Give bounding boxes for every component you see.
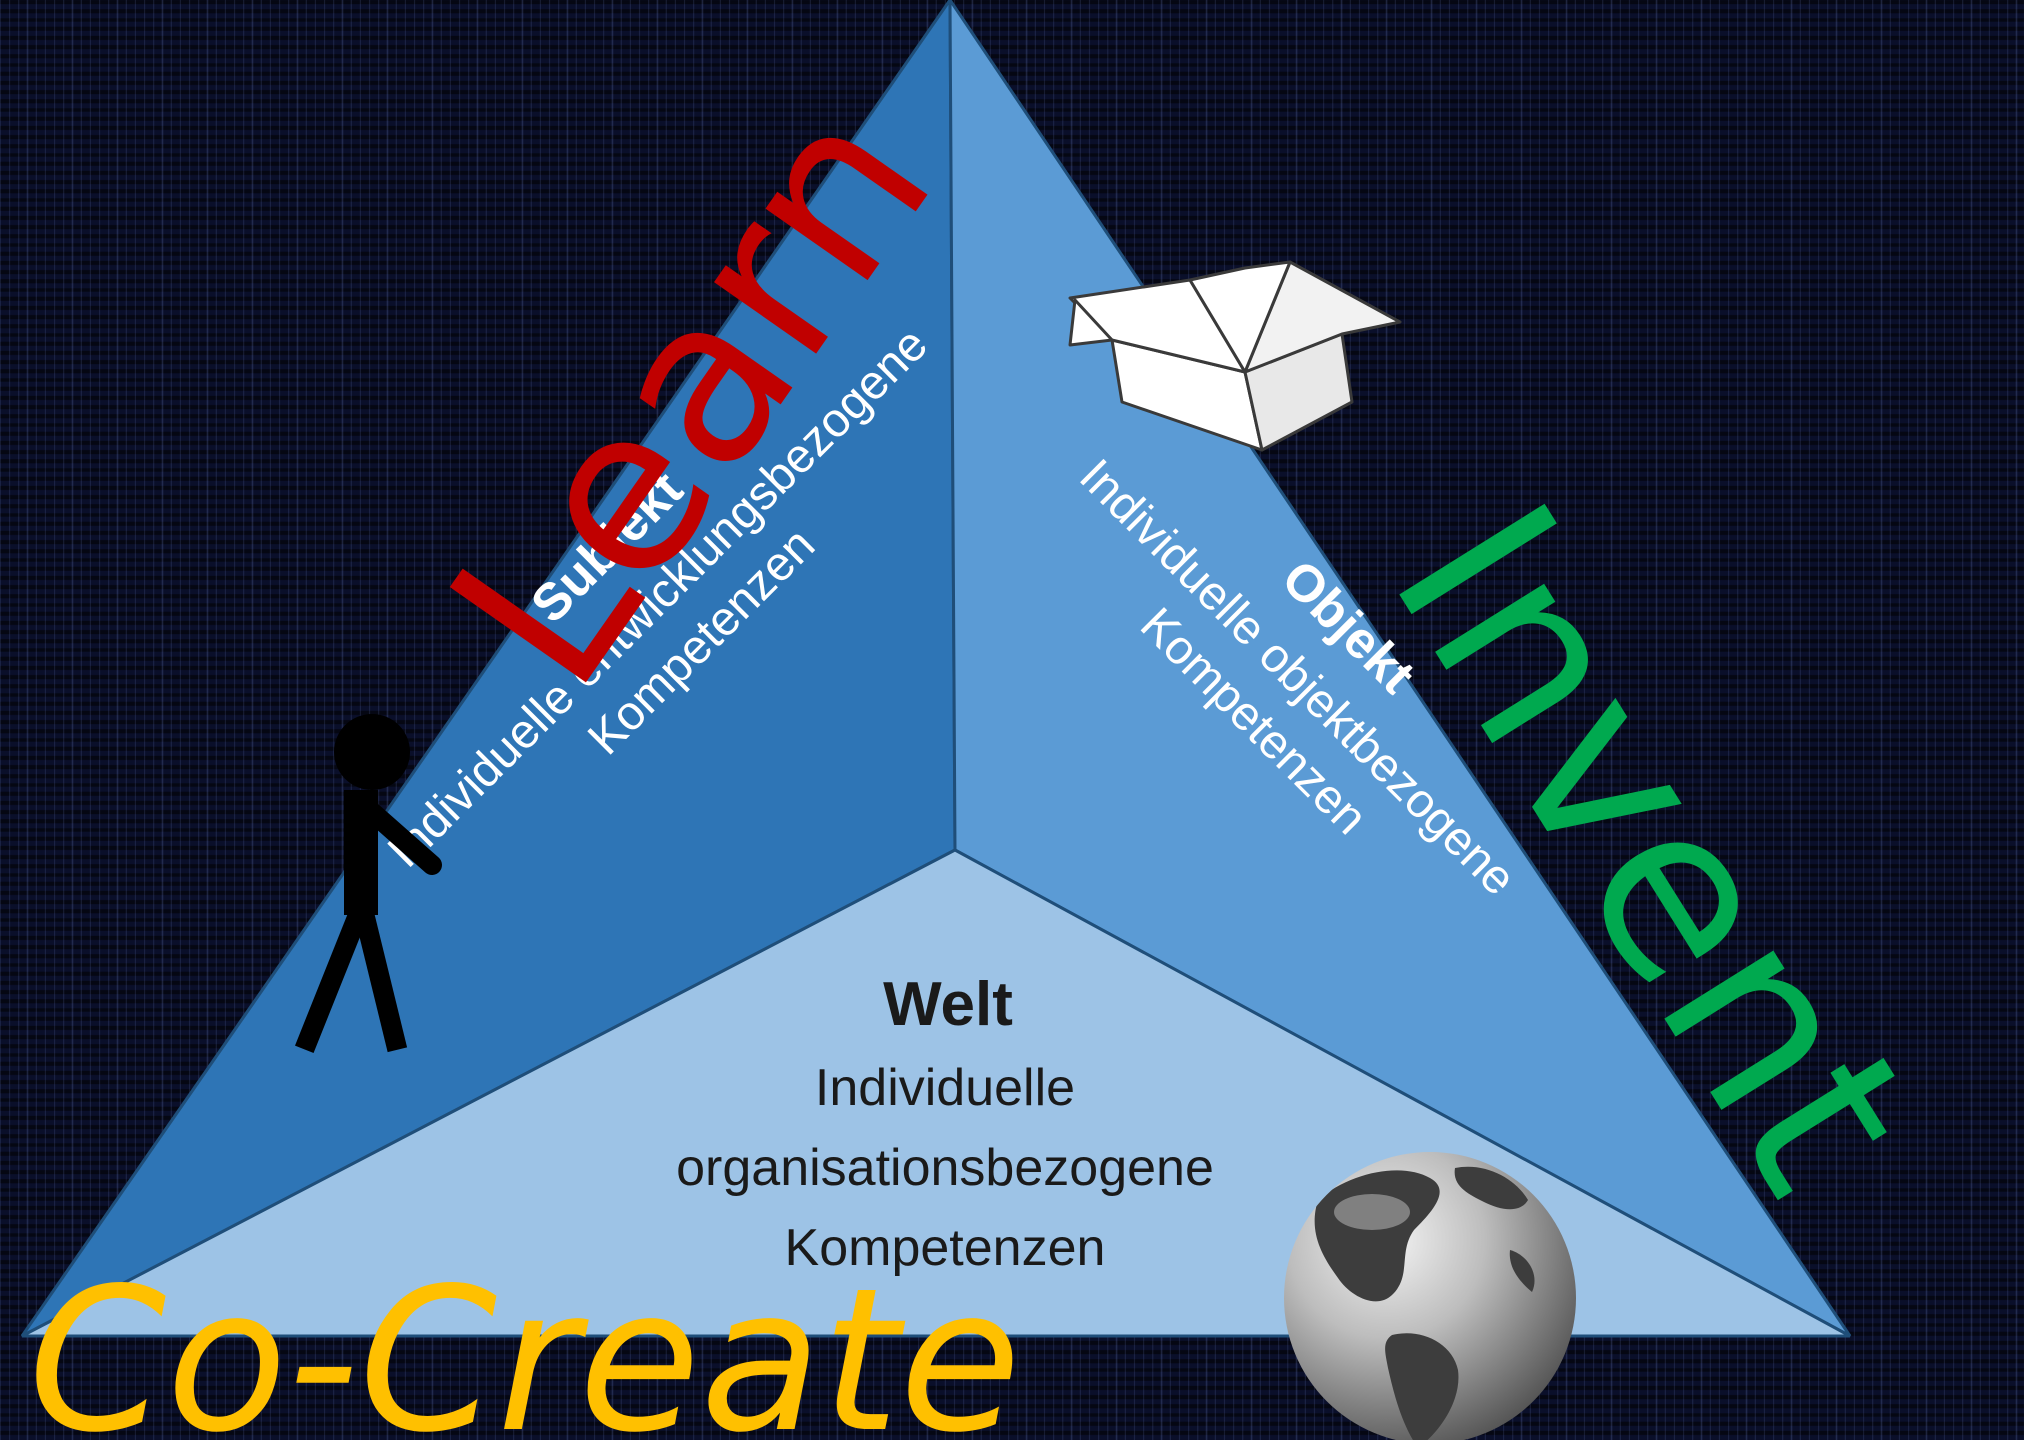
welt-line3: Kompetenzen <box>785 1219 1106 1277</box>
welt-line2: organisationsbezogene <box>676 1139 1214 1197</box>
welt-title: Welt <box>883 970 1013 1039</box>
globe-icon <box>1284 1152 1576 1440</box>
cocreate-word: Co-Create <box>28 1245 1022 1440</box>
open-box-icon <box>1068 260 1402 452</box>
stick-figure-icon <box>295 714 442 1053</box>
welt-line1: Individuelle <box>815 1059 1075 1117</box>
